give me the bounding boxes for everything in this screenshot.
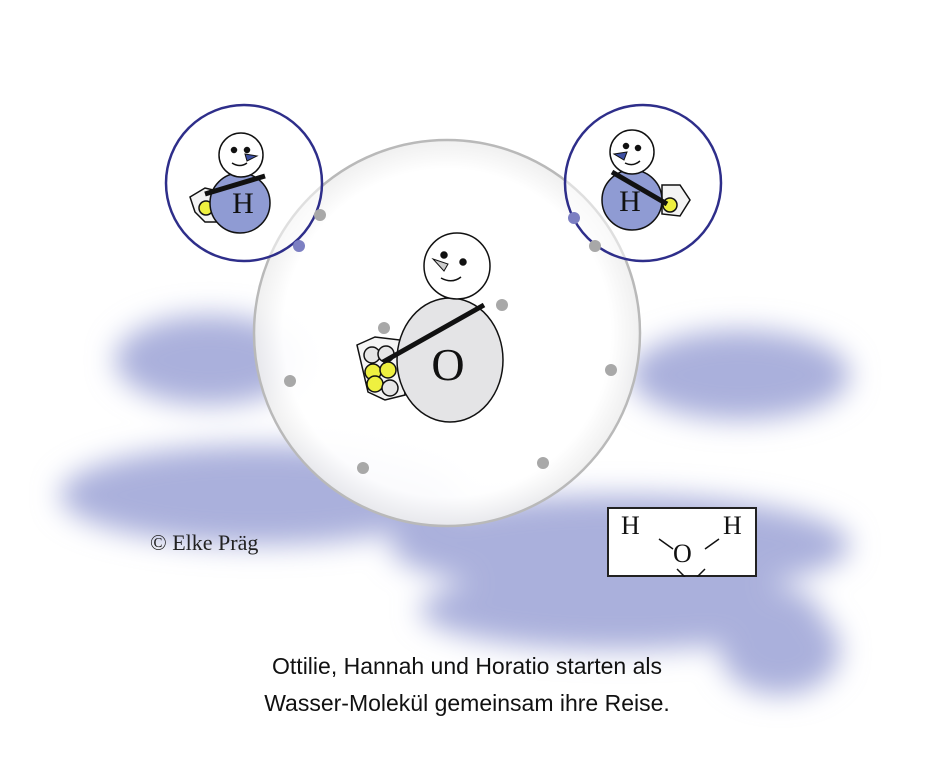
structural-formula: H O H [607, 507, 757, 577]
hydrogen-left-label: H [232, 187, 254, 220]
formula-o: O [673, 539, 692, 568]
oxygen-label: O [431, 339, 464, 390]
hydrogen-right-snowman [601, 129, 691, 231]
electrons [284, 209, 617, 474]
hydrogen-right-label: H [619, 185, 641, 218]
copyright-text: © Elke Präg [150, 530, 259, 555]
caption-line-2: Wasser-Molekül gemeinsam ihre Reise. [264, 690, 670, 716]
formula-bonds [658, 538, 720, 577]
caption-line-1: Ottilie, Hannah und Horatio starten als [272, 653, 662, 679]
caption: Ottilie, Hannah und Horatio starten als … [0, 648, 934, 722]
formula-h-left: H [621, 511, 640, 540]
formula-h-right: H [723, 511, 742, 540]
oxygen-snowman [356, 232, 504, 423]
hydrogen-left-snowman [189, 132, 271, 234]
